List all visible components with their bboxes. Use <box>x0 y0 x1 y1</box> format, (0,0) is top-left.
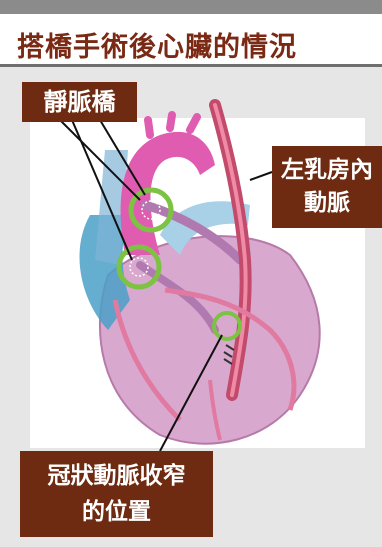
stenosis-text-2: 的位置 <box>20 494 213 530</box>
internal-mammary-artery-text-2: 動脈 <box>272 187 382 220</box>
aortic-branches <box>148 115 197 135</box>
internal-mammary-artery-label: 左乳房內 動脈 <box>272 146 382 228</box>
vein-bridge-text: 靜脈橋 <box>44 88 116 116</box>
heart-body <box>100 236 320 444</box>
artery-label-leader <box>250 172 272 180</box>
vein-bridge-label: 靜脈橋 <box>22 82 137 122</box>
internal-mammary-artery-text-1: 左乳房內 <box>272 154 382 187</box>
stenosis-text-1: 冠狀動脈收窄 <box>20 458 213 494</box>
stenosis-label: 冠狀動脈收窄 的位置 <box>20 451 213 537</box>
vein-label-leader-1 <box>60 120 140 200</box>
